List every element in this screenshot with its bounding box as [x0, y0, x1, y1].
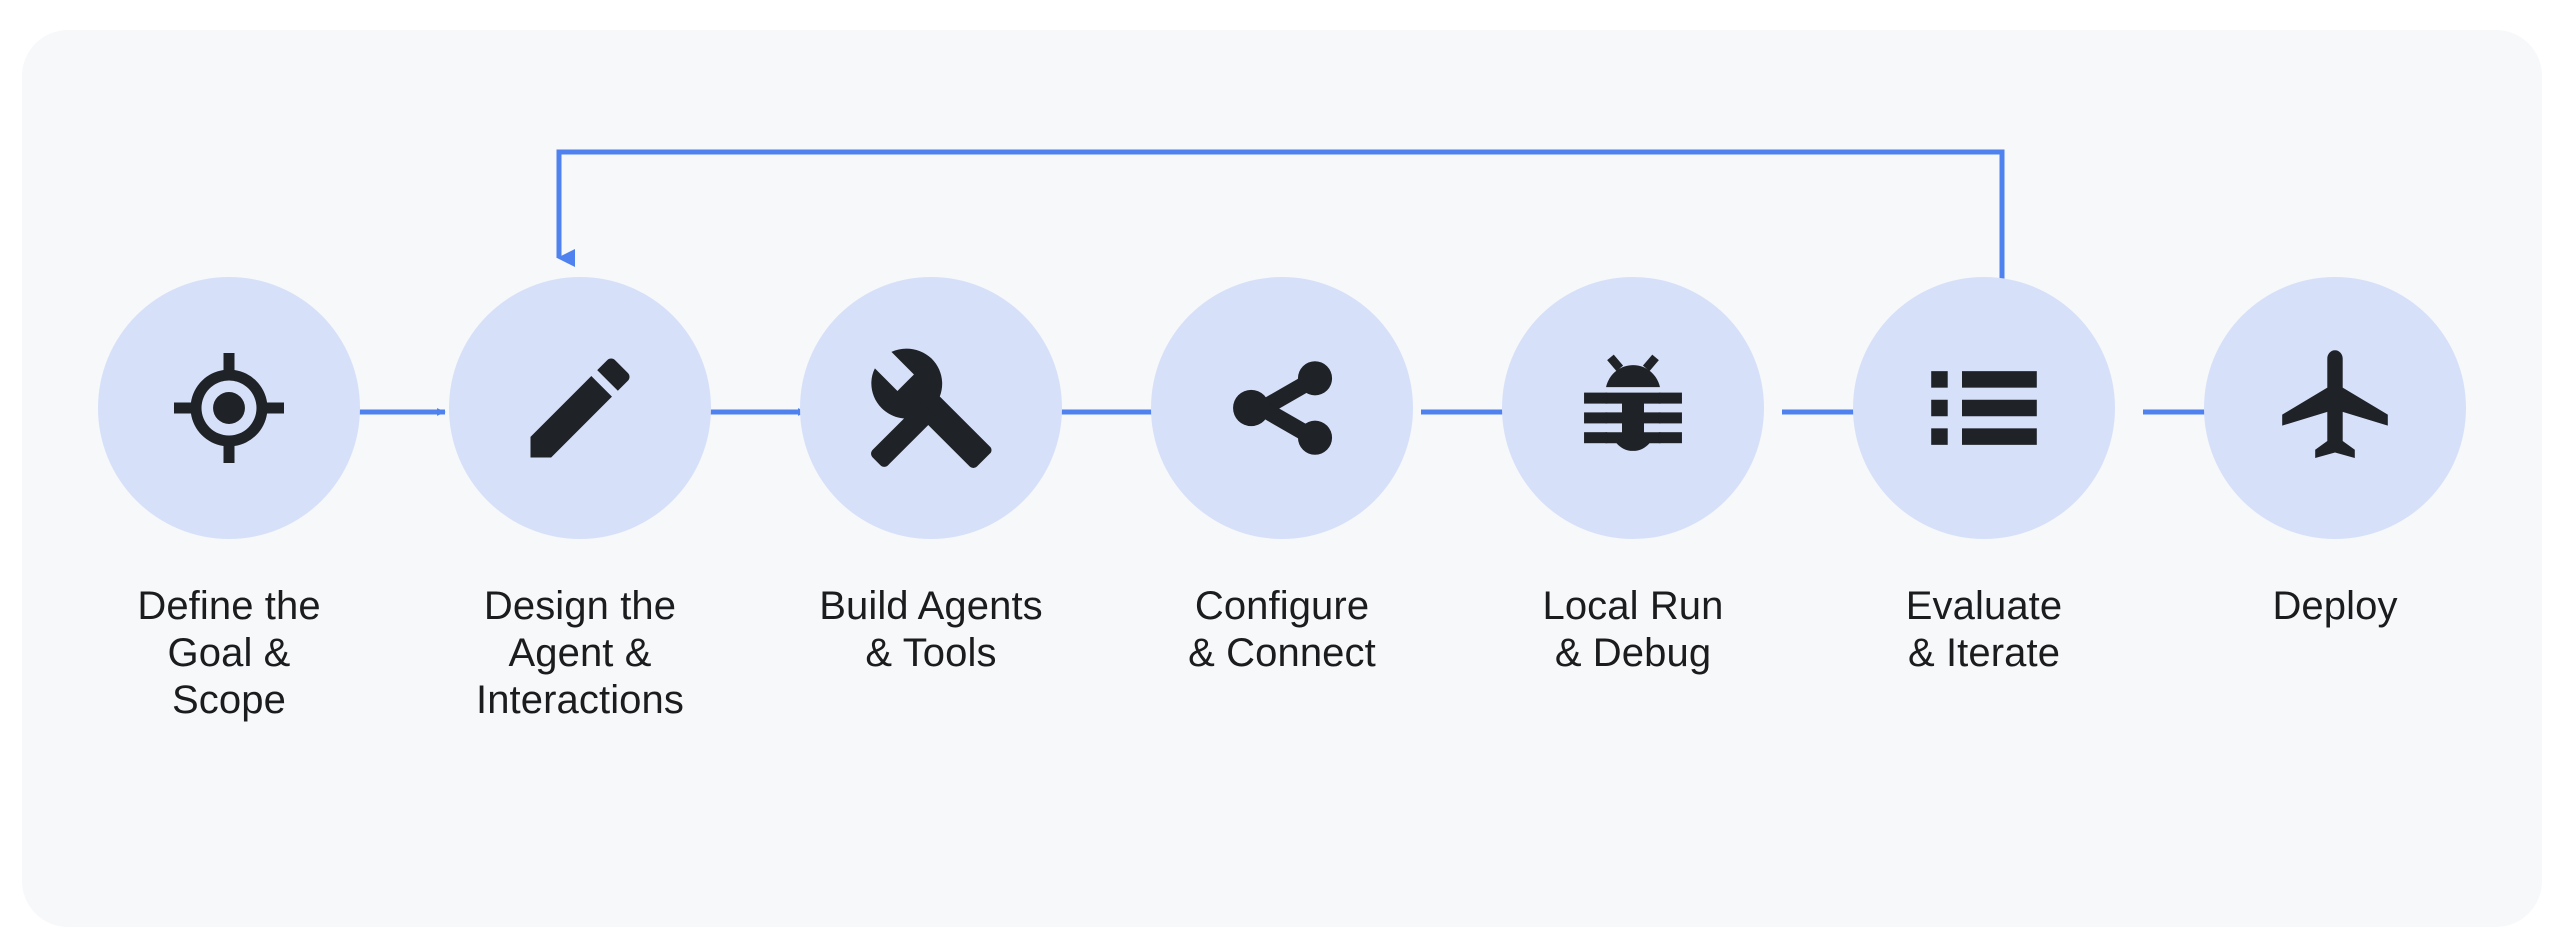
step-icon-bubble	[1502, 277, 1764, 539]
airplane-icon	[2282, 350, 2388, 459]
step-deploy[interactable]: Deploy	[2174, 30, 2496, 630]
pencil-icon	[530, 358, 630, 458]
step-icon-bubble	[1853, 277, 2115, 539]
share-nodes-icon	[1233, 361, 1333, 455]
target-icon	[174, 353, 284, 463]
step-label: Build Agents & Tools	[819, 584, 1043, 675]
step-label: Configure & Connect	[1188, 584, 1376, 675]
step-evaluate-iterate[interactable]: Evaluate & Iterate	[1823, 30, 2145, 677]
step-icon-bubble	[98, 277, 360, 539]
step-label: Design the Agent & Interactions	[476, 584, 684, 722]
hammer-wrench-icon	[871, 348, 992, 468]
bulleted-list-icon	[1931, 371, 2037, 445]
process-steps: Define the Goal & Scope Design the Agent…	[22, 30, 2542, 927]
step-configure-connect[interactable]: Configure & Connect	[1121, 30, 1443, 677]
step-define-goal-scope[interactable]: Define the Goal & Scope	[68, 30, 390, 723]
step-label: Define the Goal & Scope	[137, 584, 321, 722]
step-icon-bubble	[1151, 277, 1413, 539]
step-label: Local Run & Debug	[1542, 584, 1724, 675]
step-icon-bubble	[449, 277, 711, 539]
bug-icon	[1584, 354, 1682, 451]
step-icon-bubble	[2204, 277, 2466, 539]
step-build-agents-tools[interactable]: Build Agents & Tools	[770, 30, 1092, 677]
step-local-run-debug[interactable]: Local Run & Debug	[1472, 30, 1794, 677]
step-label: Evaluate & Iterate	[1905, 584, 2063, 675]
step-design-agent-interactions[interactable]: Design the Agent & Interactions	[419, 30, 741, 723]
step-icon-bubble	[800, 277, 1062, 539]
step-label: Deploy	[2272, 584, 2398, 628]
